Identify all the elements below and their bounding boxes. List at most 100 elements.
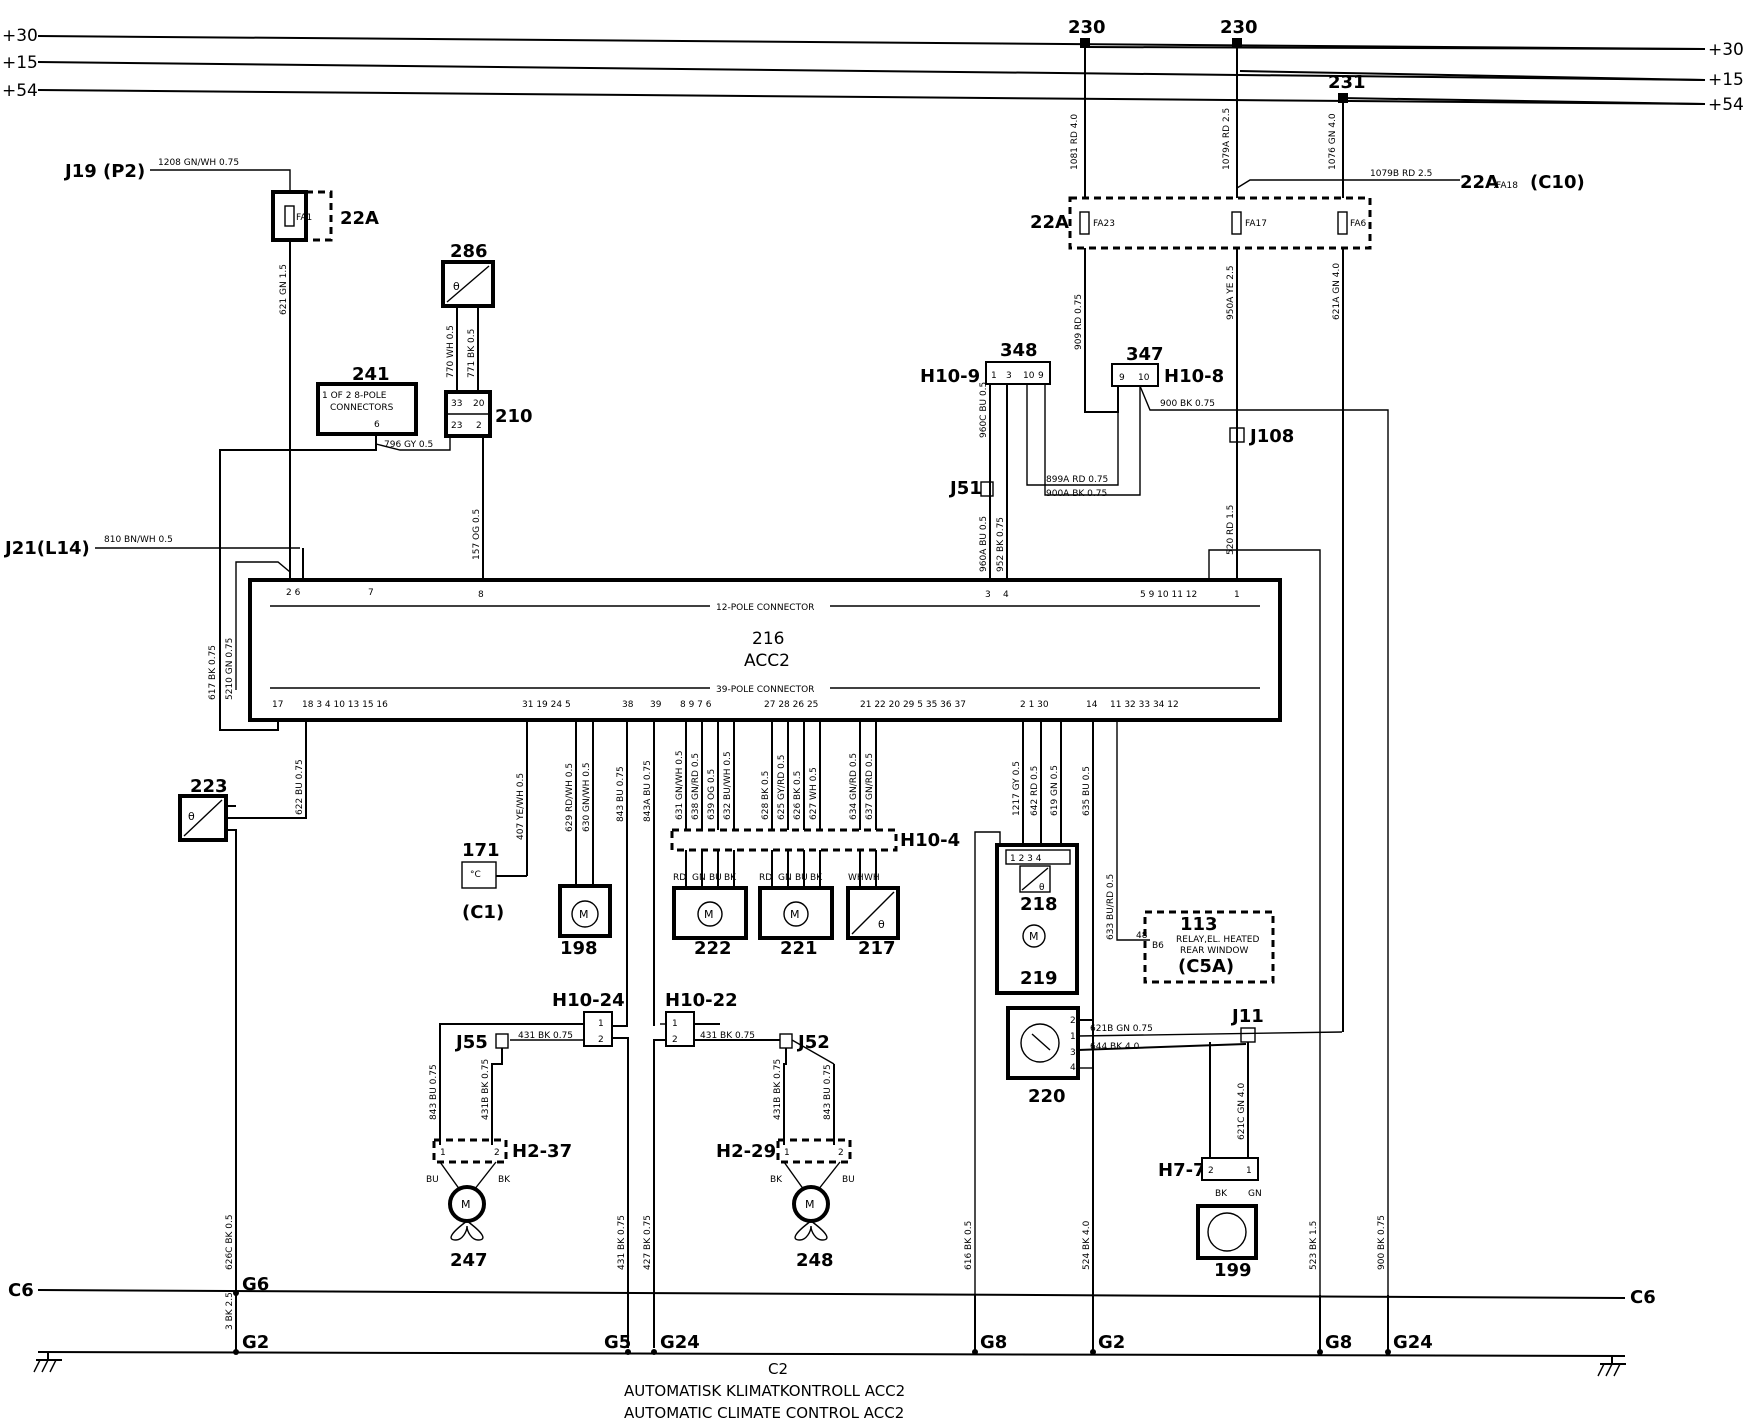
svg-text:BK: BK [724, 873, 737, 883]
svg-text:M: M [704, 908, 714, 921]
fuse-fa1: FA1 [296, 213, 312, 223]
svg-text:3: 3 [1070, 1048, 1076, 1058]
ext-c5a: (C5A) [1178, 956, 1234, 977]
wire-621b: 621B GN 0.75 [1090, 1024, 1153, 1034]
svg-text:8 9 7 6: 8 9 7 6 [680, 700, 712, 710]
svg-text:BU: BU [795, 873, 808, 883]
wire-631: 631 GN/WH 0.5 [675, 750, 685, 820]
svg-text:2: 2 [672, 1035, 678, 1045]
footer-title: C2 AUTOMATISK KLIMATKONTROLL ACC2 AUTOMA… [624, 1360, 905, 1422]
wire-810: 810 BN/WH 0.5 [104, 535, 173, 545]
wire-644: 644 BK 4.0 [1090, 1042, 1140, 1052]
wire-638: 638 GN/RD 0.5 [691, 753, 701, 820]
wire-950a: 950A YE 2.5 [1226, 265, 1236, 320]
svg-text:2 1 30: 2 1 30 [1020, 700, 1049, 710]
wire-843-right: 843 BU 0.75 [823, 1064, 833, 1120]
ground-g24-a: G24 [660, 1332, 700, 1353]
wire-621c: 621C GN 4.0 [1237, 1083, 1247, 1140]
wire-770: 770 WH 0.5 [446, 325, 456, 378]
connector-h10-8: H10-8 [1164, 366, 1224, 387]
svg-text:1: 1 [991, 371, 997, 381]
svg-text:°C: °C [470, 870, 481, 880]
component-198: 629 RD/WH 0.5 630 GN/WH 0.5 M 198 [558, 720, 612, 959]
svg-text:2: 2 [838, 1148, 844, 1158]
svg-text:2: 2 [598, 1035, 604, 1045]
wire-625: 625 GY/RD 0.5 [777, 755, 787, 820]
svg-text:39: 39 [650, 700, 662, 710]
component-241-label: 241 [352, 364, 390, 385]
node-231: 231 [1328, 72, 1366, 93]
wire-1076: 1076 GN 4.0 [1328, 113, 1338, 170]
wire-642: 642 RD 0.5 [1030, 766, 1040, 816]
wire-1217: 1217 GY 0.5 [1012, 761, 1022, 816]
wire-900-ground: 900 BK 0.75 [1377, 1215, 1387, 1270]
wire-796: 796 GY 0.5 [384, 440, 433, 450]
svg-text:20: 20 [473, 399, 485, 409]
wire-843: 843 BU 0.75 [616, 766, 626, 822]
svg-text:21 22 20 29 5 35 36 37: 21 22 20 29 5 35 36 37 [860, 700, 966, 710]
svg-text:9: 9 [1119, 373, 1125, 383]
wire-1081: 1081 RD 4.0 [1070, 114, 1080, 170]
h10-4-group: 631 GN/WH 0.5 638 GN/RD 0.5 639 OG 0.5 6… [670, 720, 960, 959]
ground-g24-b: G24 [1393, 1332, 1433, 1353]
wire-629: 629 RD/WH 0.5 [565, 763, 575, 832]
component-210: 210 [495, 406, 533, 427]
fan-motors: H10-24 1 2 H10-22 1 2 431 BK 0.75 431 BK… [426, 990, 855, 1348]
wire-431b-left: 431B BK 0.75 [481, 1059, 491, 1120]
wire-407: 407 YE/WH 0.5 [516, 773, 526, 840]
svg-text:11 32 33 34 12: 11 32 33 34 12 [1110, 700, 1179, 710]
rail-label-30-right: +30 [1708, 40, 1744, 60]
wire-427-ground: 427 BK 0.75 [643, 1215, 653, 1270]
connector-j11: J11 [1230, 1006, 1264, 1027]
wire-909: 909 RD 0.75 [1074, 294, 1084, 350]
wire-632: 632 BU/WH 0.5 [723, 751, 733, 820]
svg-text:9: 9 [1038, 371, 1044, 381]
svg-text:WH: WH [864, 873, 880, 883]
svg-text:WH: WH [848, 873, 864, 883]
svg-text:1: 1 [598, 1019, 604, 1029]
component-198-label: 198 [560, 938, 598, 959]
rail-label-15-left: +15 [2, 53, 38, 73]
connector-j52: J52 [796, 1032, 830, 1053]
diagram-code: C2 [768, 1360, 788, 1378]
wire-431-ground: 431 BK 0.75 [617, 1215, 627, 1270]
svg-text:1 2 3 4: 1 2 3 4 [1010, 854, 1042, 864]
svg-text:14: 14 [1086, 700, 1098, 710]
ground-g2-b: G2 [1098, 1332, 1125, 1353]
component-171: 407 YE/WH 0.5 171 °C (C1) [461, 720, 528, 923]
left-feeders: J21(L14) 810 BN/WH 0.5 617 BK 0.75 5210 … [3, 535, 304, 700]
ground-g8-b: G8 [1325, 1332, 1352, 1353]
wire-899a: 899A RD 0.75 [1046, 475, 1108, 485]
svg-text:θ: θ [1039, 883, 1045, 893]
wire-431b: 431 BK 0.75 [700, 1031, 755, 1041]
ext-c1: (C1) [462, 902, 504, 923]
fa17-branch: 950A YE 2.5 J108 520 RD 1.5 621A GN 4.0 [1208, 248, 1344, 1295]
relay-113-b6: B6 [1152, 941, 1164, 951]
svg-text:BU: BU [426, 1175, 439, 1185]
wire-1079a: 1079A RD 2.5 [1222, 108, 1232, 170]
svg-text:1: 1 [1234, 590, 1240, 600]
wire-3bk: 3 BK 2.5 [225, 1292, 235, 1330]
wire-952: 952 BK 0.75 [996, 517, 1006, 572]
connector-h7-7: H7-7 [1158, 1160, 1206, 1181]
svg-text:7: 7 [368, 588, 374, 598]
svg-text:33: 33 [451, 399, 462, 409]
svg-text:1: 1 [784, 1148, 790, 1158]
svg-text:GN: GN [1248, 1189, 1262, 1199]
wire-626c: 626C BK 0.5 [225, 1214, 235, 1270]
ext-22a-c10-loc: (C10) [1530, 172, 1585, 193]
wire-621a: 621A GN 4.0 [1332, 263, 1342, 320]
svg-text:3: 3 [1006, 371, 1012, 381]
fuse-fa6: FA6 [1350, 219, 1367, 229]
svg-text:θ: θ [188, 810, 195, 823]
svg-text:BK: BK [770, 1175, 783, 1185]
svg-text:GN: GN [692, 873, 706, 883]
splice-nodes: 230 230 231 [1068, 17, 1366, 103]
connector-h2-37: H2-37 [512, 1141, 572, 1162]
wire-635: 635 BU 0.5 [1082, 766, 1092, 816]
ground-rails: C6 C6 G6 626C BK 0.5 3 BK 2.5 G2 G5 431 … [8, 1214, 1656, 1377]
ground-g5: G5 [604, 1332, 631, 1353]
svg-text:θ: θ [878, 918, 885, 931]
rail-label-54-right: +54 [1708, 95, 1744, 115]
svg-text:17: 17 [272, 700, 283, 710]
